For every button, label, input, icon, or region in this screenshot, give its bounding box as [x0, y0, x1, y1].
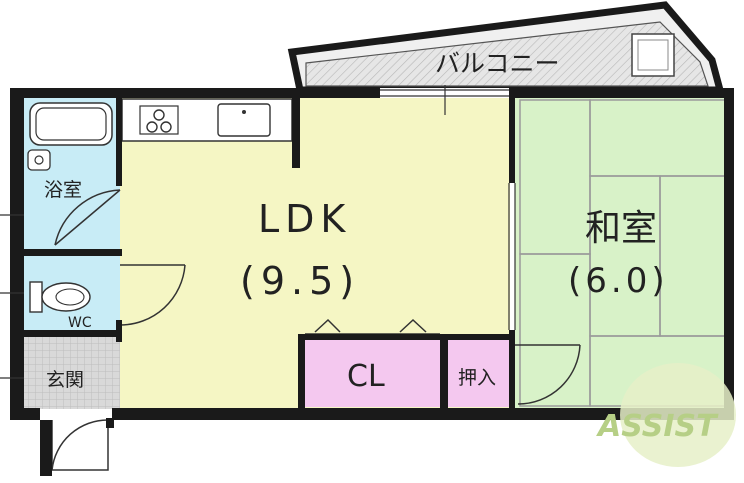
bathtub-icon: [29, 102, 113, 146]
air-conditioner-unit: [631, 33, 675, 77]
closet-label: CL: [347, 359, 385, 394]
sink-icon: [217, 103, 271, 137]
assist-logo: ASSIST: [596, 363, 736, 467]
washitsu-size: (6.0): [568, 261, 669, 301]
bath-label: 浴室: [44, 179, 82, 201]
walls: [0, 85, 734, 476]
wc-label: WC: [68, 315, 92, 331]
entrance-area: [24, 337, 120, 409]
ldk-size: (9.5): [240, 259, 360, 303]
ldk-name: LDK: [258, 197, 351, 241]
kitchen-counter: [121, 98, 293, 142]
oshiire-label: 押入: [458, 367, 496, 389]
stove-icon: [139, 105, 179, 135]
entrance-label: 玄関: [46, 369, 84, 391]
logo-text: ASSIST: [596, 409, 719, 444]
washitsu-room: [514, 97, 732, 409]
toilet-icon: [29, 281, 91, 313]
closet-room: [305, 340, 440, 407]
balcony: バルコニー: [287, 1, 725, 94]
balcony-label: バルコニー: [435, 49, 560, 78]
washbasin-icon: [27, 149, 51, 171]
washitsu-name: 和室: [585, 208, 657, 249]
oshiire-room: [448, 340, 510, 407]
